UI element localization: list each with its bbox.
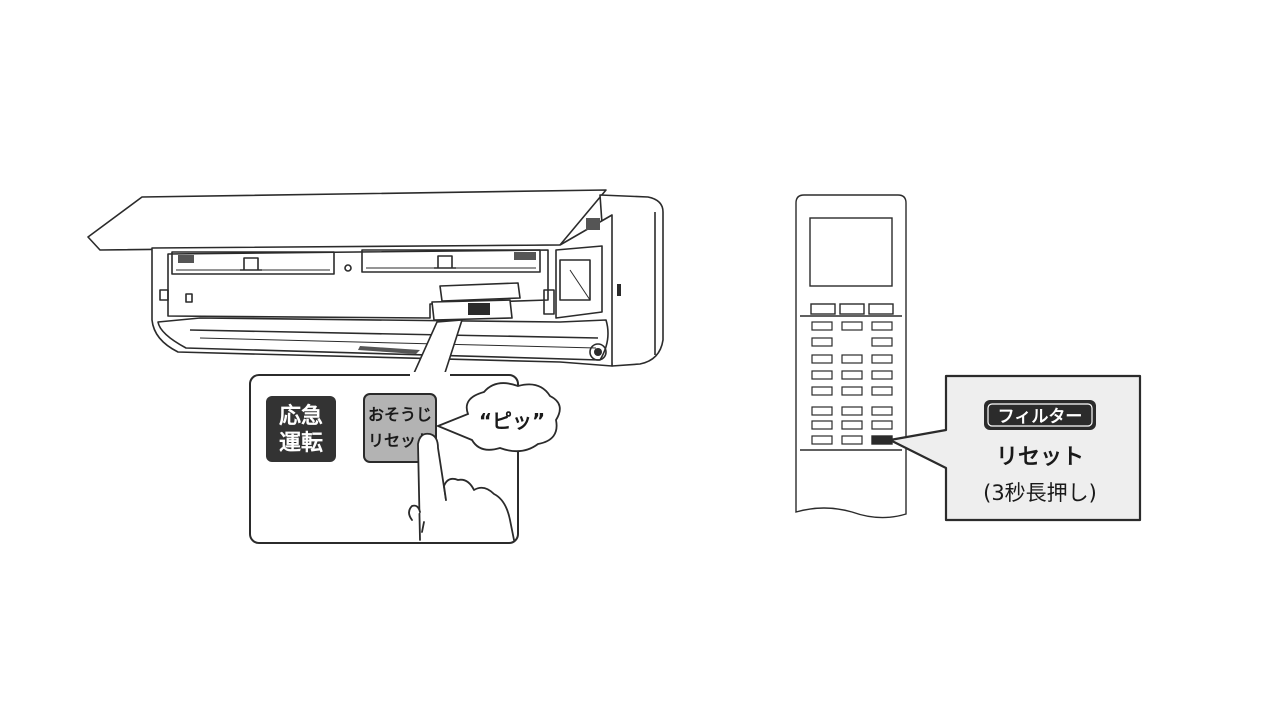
air-filter-right: [361, 249, 541, 273]
filter-badge: フィルター: [984, 400, 1096, 430]
emergency-button-label-line1: 応急: [279, 403, 323, 429]
emergency-button-label-line2: 運転: [279, 430, 323, 456]
remote-button-grid: [811, 321, 893, 445]
cleaning-reset-label-line2: リセット: [368, 431, 432, 450]
remote-control: [795, 194, 907, 519]
remote-callout: フィルター リセット (3秒長押し): [888, 374, 1142, 522]
beep-speech-bubble: “ピッ”: [435, 382, 561, 453]
air-filter-left: [171, 251, 335, 275]
remote-display: [809, 217, 893, 287]
filter-badge-label: フィルター: [998, 407, 1083, 427]
beep-text: “ピッ”: [479, 409, 545, 433]
unit-side-body: [599, 194, 664, 367]
cleaning-reset-label-line1: おそうじ: [368, 405, 432, 424]
button-zoom-callout: 応急 運転 おそうじ リセット “ピッ”: [249, 372, 561, 544]
emergency-operation-button[interactable]: 応急 運転: [266, 396, 336, 462]
front-panel-open: [87, 189, 607, 251]
indoor-unit: [87, 189, 664, 367]
hold-duration-note: (3秒長押し): [983, 481, 1097, 505]
pressing-hand-icon: [408, 432, 515, 541]
reset-label: リセット: [996, 445, 1084, 470]
